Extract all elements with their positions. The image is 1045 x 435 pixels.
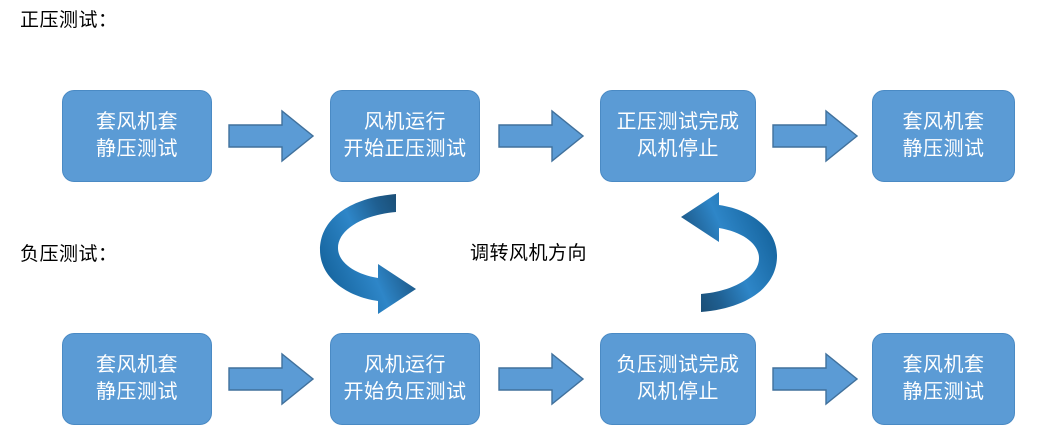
box-text-line2: 风机停止 <box>637 381 719 403</box>
box-text-line1: 风机运行 <box>364 354 446 376</box>
box-text-line1: 套风机套 <box>96 111 178 133</box>
right-arrow-icon-positive-3 <box>772 109 858 163</box>
box-text-line2: 开始负压测试 <box>343 381 467 403</box>
box-text-line1: 套风机套 <box>96 354 178 376</box>
process-box-positive-2[interactable]: 风机运行 开始正压测试 <box>330 90 480 182</box>
middle-caption-label: 调转风机方向 <box>470 243 588 264</box>
right-arrow-icon-positive-1 <box>228 109 314 163</box>
process-box-positive-3[interactable]: 正压测试完成 风机停止 <box>600 90 756 182</box>
curved-arrow-left-icon <box>312 188 432 318</box>
box-text-line1: 套风机套 <box>902 111 985 133</box>
process-box-positive-4[interactable]: 套风机套 静压测试 <box>872 90 1015 182</box>
process-box-negative-3[interactable]: 负压测试完成 风机停止 <box>600 333 756 425</box>
right-arrow-icon-negative-1 <box>228 352 314 406</box>
curved-arrow-right-icon <box>665 188 785 318</box>
box-text-line1: 套风机套 <box>902 354 985 376</box>
box-text-line2: 静压测试 <box>902 138 985 160</box>
right-arrow-icon-negative-3 <box>772 352 858 406</box>
box-text-line2: 开始正压测试 <box>343 138 467 160</box>
process-box-negative-4[interactable]: 套风机套 静压测试 <box>872 333 1015 425</box>
box-text-line1: 正压测试完成 <box>616 111 740 133</box>
right-arrow-icon-positive-2 <box>498 109 584 163</box>
box-text-line2: 风机停止 <box>637 138 719 160</box>
box-text-line1: 负压测试完成 <box>616 354 740 376</box>
positive-test-label: 正压测试： <box>20 10 118 31</box>
process-box-negative-2[interactable]: 风机运行 开始负压测试 <box>330 333 480 425</box>
process-box-negative-1[interactable]: 套风机套 静压测试 <box>62 333 212 425</box>
right-arrow-icon-negative-2 <box>498 352 584 406</box>
box-text-line2: 静压测试 <box>96 138 178 160</box>
box-text-line2: 静压测试 <box>902 381 985 403</box>
box-text-line1: 风机运行 <box>364 111 446 133</box>
negative-test-label: 负压测试： <box>20 244 118 265</box>
process-box-positive-1[interactable]: 套风机套 静压测试 <box>62 90 212 182</box>
box-text-line2: 静压测试 <box>96 381 178 403</box>
